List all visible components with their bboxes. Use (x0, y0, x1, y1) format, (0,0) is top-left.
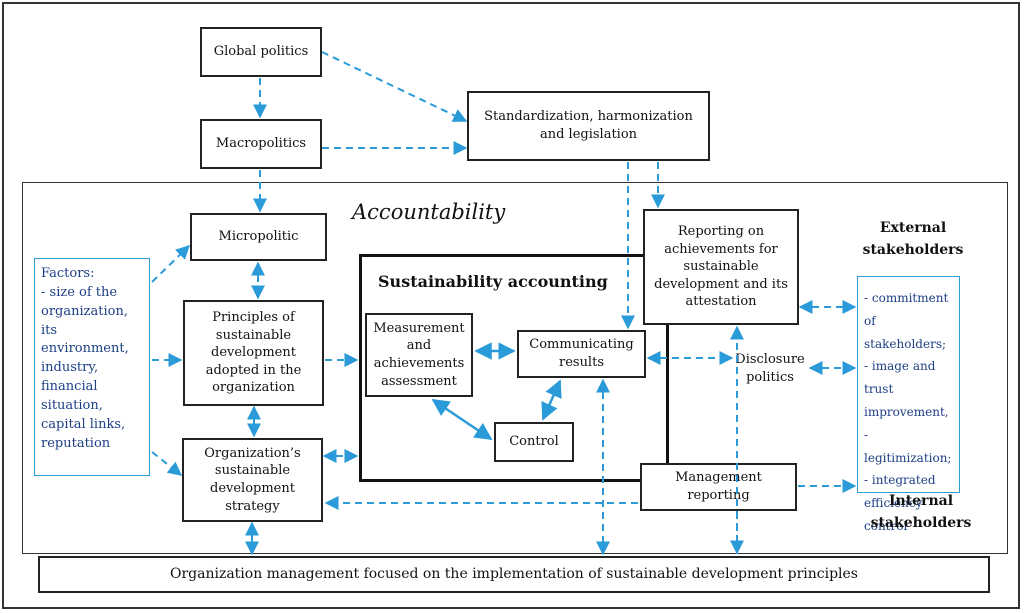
communicating-results-box: Communicating results (517, 330, 646, 378)
stakeholder-item: - commitment of stakeholders; (864, 291, 949, 351)
global-politics-box: Global politics (200, 27, 322, 77)
accountability-container (22, 182, 1008, 554)
accountability-title: Accountability (352, 200, 506, 224)
external-stakeholders-label: External stakeholders (862, 220, 964, 258)
micropolitic-box: Micropolitic (190, 213, 327, 261)
stakeholder-item: - integrated efficiency control (864, 473, 936, 533)
measurement-box: Measurement and achievements assessment (365, 313, 473, 397)
stakeholder-benefits-box: - commitment of stakeholders; - image an… (857, 276, 960, 533)
arrow-factors-strategy (151, 451, 183, 476)
reporting-box: Reporting on achievements for sustainabl… (643, 209, 799, 325)
sustainability-accounting-container (359, 254, 669, 482)
principles-box: Principles of sustainable development ad… (183, 300, 324, 406)
stakeholder-item: - image and trust improvement, (864, 359, 949, 419)
arrow-measurement-control (431, 398, 493, 441)
control-box: Control (494, 422, 574, 462)
arrow-global-to-standardization (321, 51, 468, 122)
factors-title: Factors: (41, 266, 95, 281)
factors-box: Factors: - size of the organization, its… (34, 258, 150, 476)
stakeholder-item: - legitimization; (864, 427, 952, 465)
macropolitics-box: Macropolitics (200, 119, 322, 169)
sustainability-accounting-title: Sustainability accounting (378, 272, 608, 291)
internal-stakeholders-label: Internal stakeholders (870, 493, 972, 531)
arrow-control-communicating (541, 379, 562, 421)
bottom-management-box: Organization management focused on the i… (38, 556, 990, 593)
management-reporting-box: Management reporting (640, 463, 797, 511)
factors-text: - size of the organization, its environm… (41, 284, 129, 451)
standardization-box: Standardization, harmonization and legis… (467, 91, 710, 161)
strategy-box: Organization’s sustainable development s… (182, 438, 323, 522)
disclosure-politics-label: Disclosure politics (734, 351, 806, 388)
arrow-factors-micropolitic (151, 245, 191, 283)
